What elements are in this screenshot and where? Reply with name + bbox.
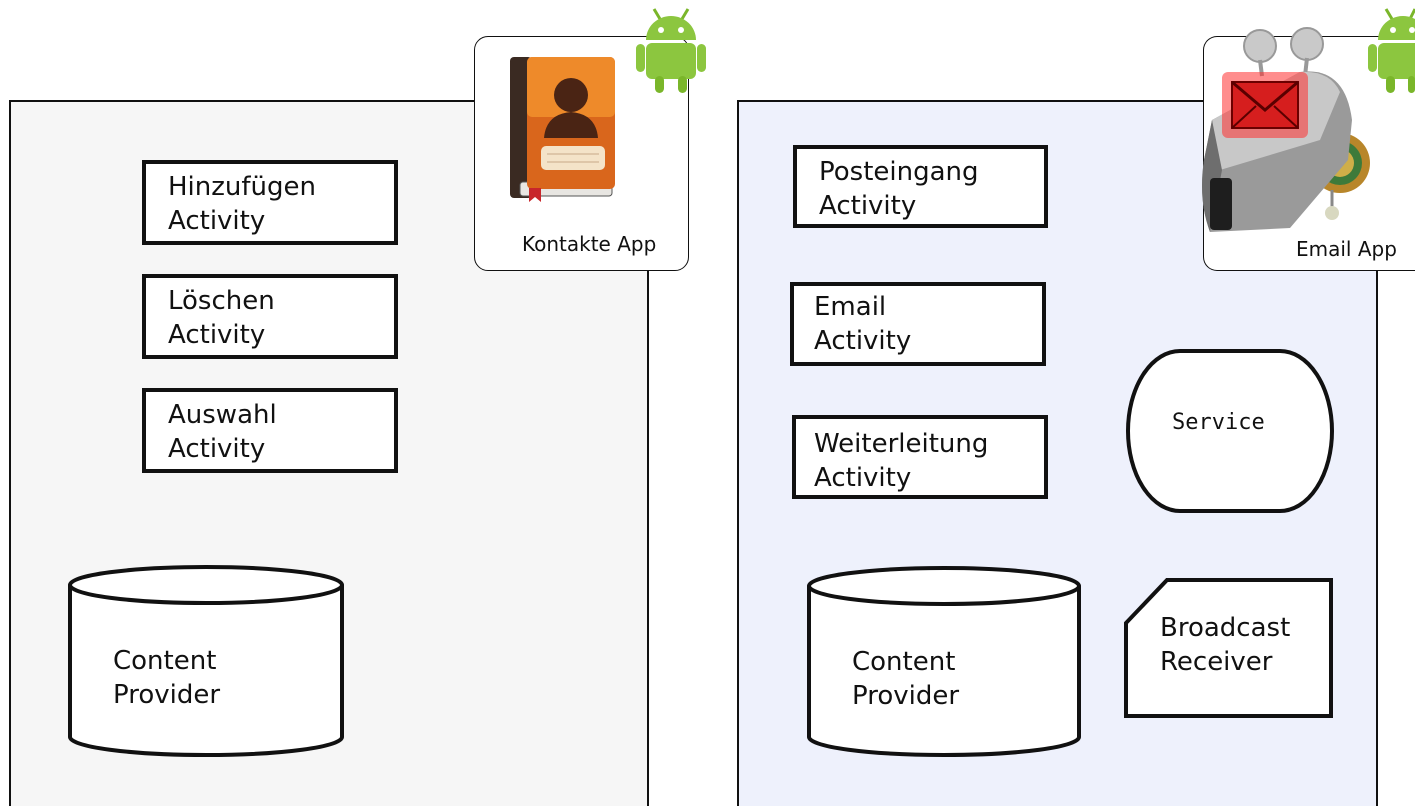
activity-name: Email (814, 292, 887, 322)
broadcast-receiver-line1: Broadcast (1160, 613, 1291, 643)
email-app-label: Email App (1296, 237, 1397, 261)
activity-name: Auswahl (168, 400, 277, 430)
posteingang-activity: Posteingang Activity (793, 145, 1048, 228)
activity-name: Löschen (168, 286, 275, 316)
broadcast-receiver: Broadcast Receiver (1160, 611, 1290, 679)
kontakte-app-label: Kontakte App (522, 232, 657, 256)
activity-name: Weiterleitung (814, 429, 989, 459)
hinzufuegen-activity: Hinzufügen Activity (142, 160, 398, 245)
auswahl-activity: Auswahl Activity (142, 388, 398, 473)
activity-name: Posteingang (819, 157, 979, 187)
activity-type: Activity (814, 463, 912, 493)
service-label: Service (1172, 410, 1265, 435)
content-provider-line1: Content (113, 646, 217, 676)
activity-type: Activity (814, 326, 912, 356)
content-provider-line2: Provider (852, 681, 960, 711)
right-content-provider: Content Provider (852, 645, 959, 713)
email-app-card (1203, 36, 1415, 271)
broadcast-receiver-line2: Receiver (1160, 647, 1273, 677)
content-provider-line1: Content (852, 647, 956, 677)
left-content-provider: Content Provider (113, 644, 220, 712)
activity-type: Activity (168, 206, 266, 236)
activity-name: Hinzufügen (168, 172, 316, 202)
content-provider-line2: Provider (113, 680, 221, 710)
activity-type: Activity (168, 320, 266, 350)
loeschen-activity: Löschen Activity (142, 274, 398, 359)
email-activity: Email Activity (790, 282, 1046, 366)
activity-type: Activity (819, 191, 917, 221)
weiterleitung-activity: Weiterleitung Activity (792, 415, 1048, 499)
activity-type: Activity (168, 434, 266, 464)
